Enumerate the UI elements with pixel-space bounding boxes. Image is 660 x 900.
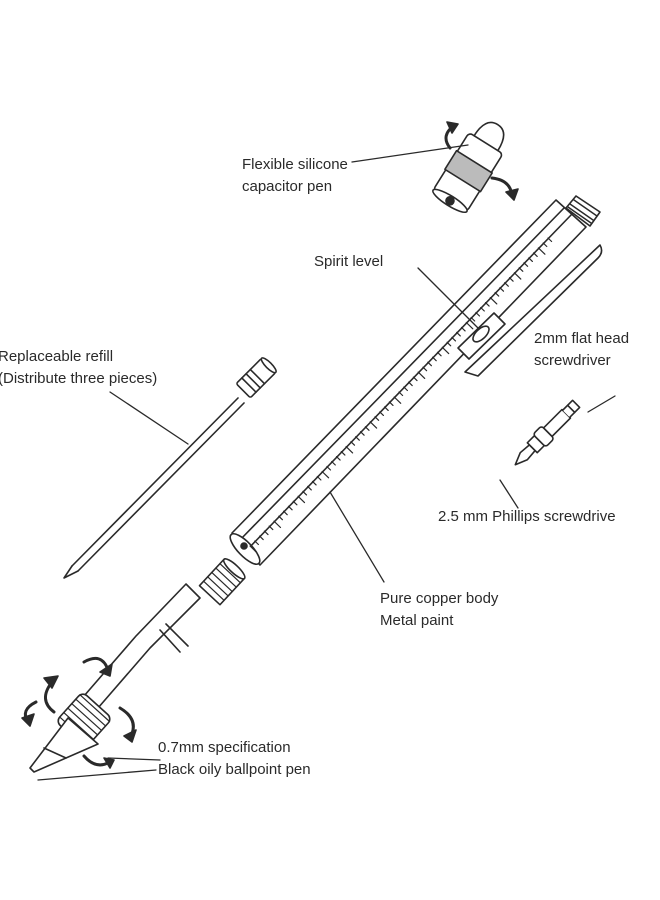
ruler-tick [369, 421, 378, 429]
ruler-tick [470, 316, 476, 322]
refill-label-line1: Replaceable refill [0, 348, 114, 365]
ruler-tick [384, 406, 389, 411]
ruler-tick [513, 272, 522, 280]
ruler-tick [374, 416, 380, 421]
ballpoint-label-line2: Black oily ballpoint pen [158, 761, 311, 778]
ruler-tick [283, 510, 288, 516]
ruler-tick [340, 451, 346, 456]
ruler-tick [278, 515, 283, 521]
ruler-tick [465, 321, 474, 330]
capacitor-pen-label-line1: Flexible silicone [242, 156, 348, 173]
ruler-tick [254, 540, 259, 546]
ruler-tick [364, 426, 370, 431]
ruler-tick [412, 376, 418, 382]
capacitor-cap [432, 121, 519, 214]
flat-head-label-line1: 2mm flat head [534, 330, 630, 347]
ruler-tick [307, 485, 312, 491]
ruler-tick [537, 247, 546, 255]
leader-lines [37, 144, 616, 781]
flat-head-label: 2mm flat head screwdriver [534, 328, 629, 372]
ruler-tick [408, 381, 413, 387]
ruler-tick [422, 366, 428, 372]
body-label-line2: Metal paint [380, 612, 454, 629]
ruler-tick [523, 262, 529, 267]
ruler-tick [446, 341, 452, 347]
ruler-tick [460, 326, 466, 332]
ruler-tick [345, 446, 354, 454]
body-label: Pure copper body Metal paint [380, 588, 498, 632]
ruler-tick [532, 252, 538, 257]
pen-front-section [21, 558, 246, 773]
ruler-tick [359, 431, 365, 436]
ruler-tick [379, 411, 384, 416]
ruler-tick [249, 545, 258, 553]
ruler-tick [417, 371, 426, 379]
pen-body [229, 195, 603, 566]
ruler-tick [292, 500, 298, 506]
ruler-tick [287, 505, 293, 511]
ruler-tick [263, 530, 269, 536]
ruler-tick [355, 436, 360, 441]
ruler-tick [480, 306, 485, 312]
ruler-tick [441, 346, 450, 355]
phillips-label-text: 2.5 mm Phillips screwdrive [438, 508, 616, 525]
ruler-tick [403, 386, 408, 392]
ruler-tick [499, 287, 505, 292]
ruler-tick [518, 267, 524, 272]
screwdriver-bit [514, 399, 581, 466]
ruler-tick [427, 361, 432, 367]
ruler-tick [316, 475, 322, 481]
spirit-level-label: Spirit level [314, 251, 383, 273]
ruler-tick [326, 465, 332, 471]
ruler-tick [331, 460, 336, 466]
ruler-tick [398, 391, 404, 397]
ruler-tick [451, 336, 457, 342]
ruler-tick [393, 396, 402, 404]
ruler-tick [494, 292, 500, 297]
ruler-scale [249, 237, 553, 553]
ruler-tick [268, 525, 274, 531]
ruler-tick [302, 490, 308, 496]
refill-label-line2: (Distribute three pieces) [0, 370, 158, 387]
ruler-tick [542, 242, 548, 248]
ruler-tick [504, 282, 509, 287]
ballpoint-label: 0.7mm specification Black oily ballpoint… [158, 737, 311, 781]
ruler-tick [475, 311, 481, 317]
ruler-tick [432, 356, 437, 362]
capacitor-pen-label-line2: capacitor pen [242, 178, 333, 195]
ruler-tick [528, 257, 534, 262]
ruler-tick [259, 535, 264, 541]
ruler-tick [350, 441, 356, 446]
ballpoint-label-line1: 0.7mm specification [158, 739, 291, 756]
ruler-tick [273, 520, 282, 529]
phillips-label: 2.5 mm Phillips screwdrive [438, 506, 616, 528]
ruler-tick [489, 297, 498, 305]
ruler-tick [297, 495, 306, 504]
refill-label: Replaceable refill (Distribute three pie… [0, 346, 157, 390]
ruler-tick [456, 331, 461, 337]
ruler-tick [335, 456, 341, 461]
ruler-tick [484, 302, 490, 307]
spirit-level-label-text: Spirit level [314, 253, 384, 270]
ruler-tick [311, 480, 317, 486]
capacitor-pen-label: Flexible silicone capacitor pen [242, 154, 348, 198]
body-label-line1: Pure copper body [380, 590, 499, 607]
ruler-tick [388, 401, 394, 406]
ruler-tick [321, 470, 330, 479]
flat-head-label-line2: screwdriver [534, 352, 611, 369]
ruler-tick [508, 277, 514, 282]
ruler-tick [436, 351, 442, 357]
ruler-tick [547, 237, 553, 243]
refill [63, 357, 277, 579]
